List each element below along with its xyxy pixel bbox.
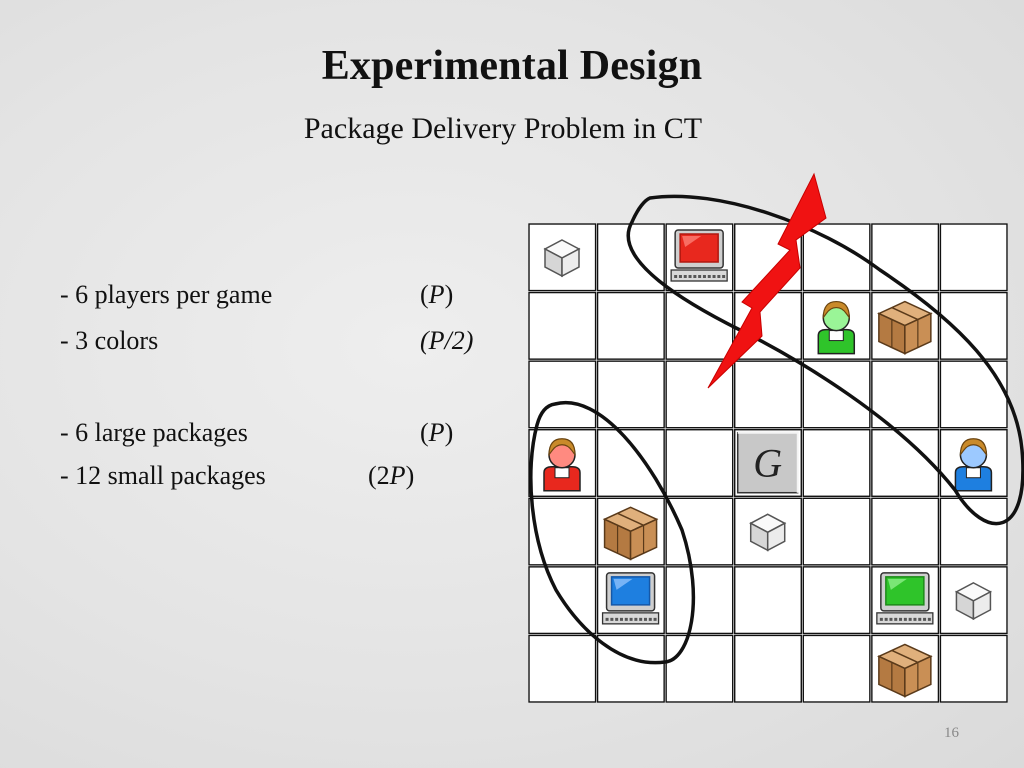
board-cell: [802, 429, 871, 497]
large-package-icon: [877, 300, 933, 355]
board-cell: [665, 497, 734, 566]
board-cell: [596, 223, 665, 292]
large-package-icon: [602, 506, 659, 561]
board-cell: [871, 360, 940, 429]
board-cell: [734, 223, 802, 292]
red-computer-icon: [670, 229, 728, 282]
board-cell: [802, 360, 871, 429]
board-cell: [596, 634, 665, 703]
slide-subtitle: Package Delivery Problem in CT: [303, 112, 703, 145]
board-cell: [802, 223, 871, 292]
board-cell: [528, 360, 597, 429]
board-cell: [665, 429, 734, 497]
board-cell: [939, 634, 1008, 703]
board-cell: [665, 291, 734, 360]
board-grid: G: [528, 223, 1008, 703]
large-package-icon: [877, 643, 933, 698]
small-package-icon: [954, 582, 993, 621]
board-cell: [596, 429, 665, 497]
goal-tile: G: [736, 431, 799, 494]
bullet-variable: (P): [420, 418, 454, 447]
board-cell: [802, 634, 871, 703]
board-cell: [596, 291, 665, 360]
board-cell: [734, 634, 802, 703]
blue-computer-icon: [601, 572, 660, 625]
page-number: 16: [944, 725, 959, 741]
goal-label: G: [753, 441, 782, 486]
bullet-text: - 12 small packages: [60, 461, 266, 490]
board-cell: [665, 360, 734, 429]
board-cell: [734, 291, 802, 360]
board-cell: [596, 360, 665, 429]
bullet-variable: (2P): [368, 461, 415, 490]
board-cell: [528, 291, 597, 360]
board-cell: [665, 634, 734, 703]
board-cell: [528, 566, 597, 635]
small-package-icon: [543, 239, 581, 278]
bullet-variable: (P): [420, 280, 454, 309]
board-cell: [802, 566, 871, 635]
board-cell: [939, 291, 1008, 360]
bullet-variable: (P/2): [420, 326, 474, 355]
board-cell: [871, 429, 940, 497]
board-cell: [939, 360, 1008, 429]
slide-title: Experimental Design: [321, 43, 703, 89]
green-computer-icon: [876, 572, 934, 625]
board-cell: [802, 497, 871, 566]
board-cell: [734, 566, 802, 635]
board-cell: [939, 497, 1008, 566]
board-cell: [871, 497, 940, 566]
bullet-text: - 3 colors: [60, 326, 159, 355]
board-cell: [871, 223, 940, 292]
board-cell: [528, 497, 597, 566]
board-cell: [665, 566, 734, 635]
bullet-text: - 6 large packages: [60, 418, 248, 447]
board-cell: [734, 360, 802, 429]
board-cell: [528, 634, 597, 703]
bullet-text: - 6 players per game: [60, 280, 273, 309]
board-cell: [939, 223, 1008, 292]
game-board: G: [528, 223, 1008, 703]
